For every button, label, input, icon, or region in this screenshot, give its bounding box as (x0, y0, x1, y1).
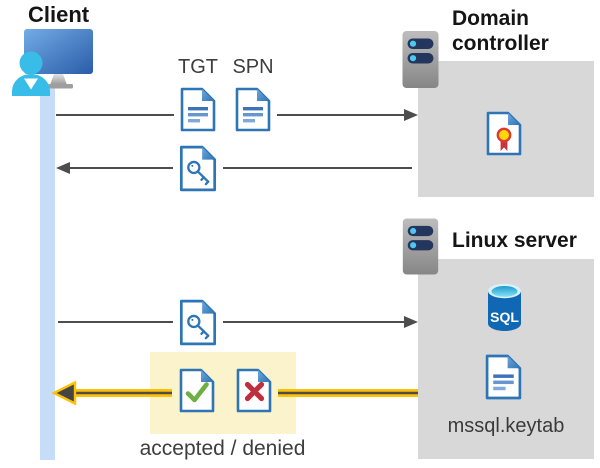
ticket-presentation-arrow (58, 316, 418, 328)
linux-server-icon (402, 218, 439, 275)
client-lifeline (40, 86, 55, 460)
result-label: accepted / denied (139, 437, 306, 460)
service-ticket-key-icon-2 (179, 299, 217, 346)
tgt-label: TGT (178, 56, 218, 78)
spn-label: SPN (232, 56, 274, 78)
linux-server-label: Linux server (452, 229, 577, 252)
tgt-document-icon (180, 87, 216, 132)
sql-icon-label: SQL (490, 309, 519, 325)
x-icon (244, 381, 265, 402)
monitor-base (48, 84, 73, 89)
auth-result-arrow (51, 380, 418, 406)
check-icon (185, 382, 209, 403)
keytab-document-icon (485, 354, 522, 400)
client-label: Client (28, 2, 90, 27)
spn-document-icon (235, 87, 271, 132)
domain-controller-server-icon (402, 31, 439, 88)
person-icon (12, 51, 50, 96)
domain-controller-label: Domain controller (452, 7, 549, 55)
rosette-ribbon (496, 127, 512, 151)
client-icon (12, 29, 93, 96)
accepted-document-icon (179, 368, 215, 413)
result-highlight-box (150, 352, 296, 434)
denied-document-icon (236, 368, 272, 413)
sql-database-icon: SQL (488, 283, 521, 331)
keytab-label: mssql.keytab (447, 415, 565, 437)
service-ticket-response-arrow (56, 162, 412, 174)
monitor-stand (50, 74, 67, 85)
service-ticket-key-icon (179, 145, 217, 192)
certificate-icon (486, 111, 522, 156)
ticket-request-arrow (56, 109, 418, 121)
